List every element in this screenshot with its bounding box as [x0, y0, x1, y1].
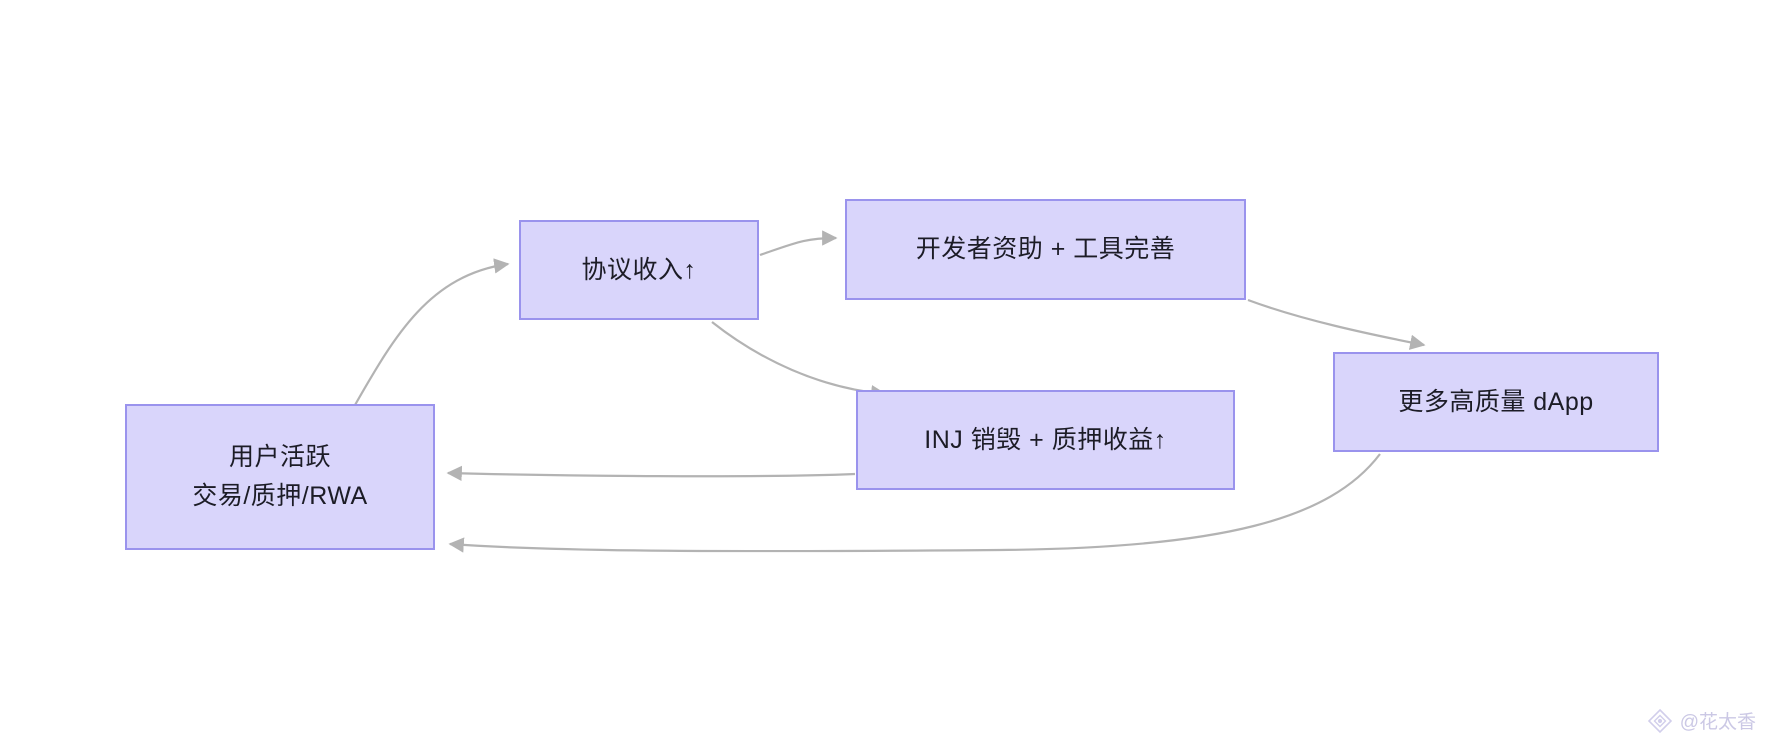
edge-protocol-revenue-to-developer-grants: [759, 230, 838, 257]
diamond-logo-icon: [1647, 708, 1673, 734]
node-protocol-revenue-label: 协议收入↑: [581, 255, 697, 284]
node-more-dapps-label: 更多高质量 dApp: [1398, 387, 1594, 416]
node-inj-burn-label: INJ 销毁 + 质押收益↑: [924, 425, 1167, 454]
node-protocol-revenue[interactable]: 协议收入↑: [519, 220, 759, 320]
edge-inj-burn-to-user-activity: [446, 465, 856, 482]
node-user-activity-label-line1: 用户活跃: [228, 443, 331, 472]
node-user-activity[interactable]: 用户活跃 交易/质押/RWA: [125, 404, 435, 550]
edge-protocol-revenue-to-inj-burn: [711, 321, 887, 401]
watermark: @花太香: [1647, 707, 1756, 734]
node-developer-grants[interactable]: 开发者资助 + 工具完善: [845, 199, 1246, 300]
edge-developer-grants-to-more-dapps: [1247, 298, 1426, 350]
watermark-handle: @花太香: [1679, 712, 1756, 733]
node-user-activity-label-line2: 交易/质押/RWA: [192, 482, 368, 510]
edge-user-activity-to-protocol-revenue: [354, 258, 510, 406]
node-inj-burn[interactable]: INJ 销毁 + 质押收益↑: [856, 390, 1235, 490]
node-developer-grants-label: 开发者资助 + 工具完善: [915, 235, 1176, 264]
node-more-dapps[interactable]: 更多高质量 dApp: [1333, 352, 1659, 452]
